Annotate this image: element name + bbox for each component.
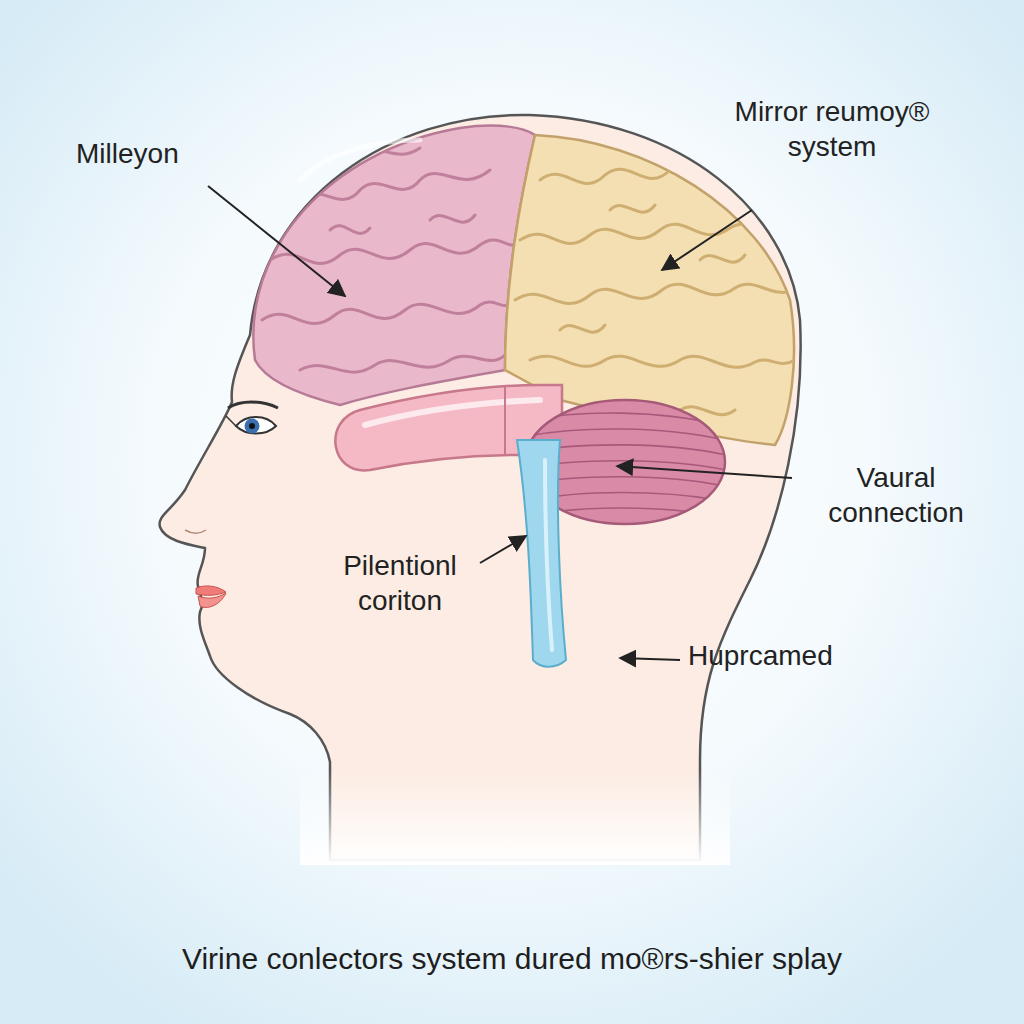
head-outline xyxy=(160,115,801,860)
frontal-lobe xyxy=(253,126,535,405)
leader-line xyxy=(662,210,752,270)
caption-position: Virine conlectors system dured mo®rs-shi… xyxy=(0,942,1024,976)
part-label: Pilentionl coriton xyxy=(316,548,484,618)
label-position: Huprcamed xyxy=(688,638,888,673)
upper-lip xyxy=(196,586,226,595)
highlight xyxy=(365,400,540,425)
label-position: Milleyon xyxy=(76,136,276,171)
leader-lines xyxy=(208,186,792,660)
neck-fade xyxy=(300,770,730,865)
highlight xyxy=(300,140,420,180)
leader-line xyxy=(620,658,680,660)
leader-line xyxy=(617,466,792,478)
part-label: Mirror reumoy® system xyxy=(712,94,952,164)
highlight xyxy=(545,460,552,650)
iris xyxy=(245,419,260,434)
eye xyxy=(236,417,276,434)
lower-lip xyxy=(198,593,226,607)
pupil xyxy=(249,423,255,429)
label-position: Pilentionl coriton xyxy=(316,548,484,618)
label-position: Mirror reumoy® system xyxy=(712,94,952,164)
part-label: Milleyon xyxy=(76,136,276,171)
lobe-divider xyxy=(504,385,506,455)
leader-line xyxy=(208,186,345,296)
eyelash xyxy=(226,416,236,426)
label-position: Vaural connection xyxy=(796,460,996,530)
part-label: Vaural connection xyxy=(796,460,996,530)
part-label: Huprcamed xyxy=(688,638,888,673)
nostril xyxy=(185,530,206,533)
parietal-gyri xyxy=(515,164,795,414)
brainstem xyxy=(517,440,566,667)
leader-line xyxy=(480,536,526,563)
eyebrow xyxy=(228,402,278,408)
caption: Virine conlectors system dured mo®rs-shi… xyxy=(0,942,1024,976)
